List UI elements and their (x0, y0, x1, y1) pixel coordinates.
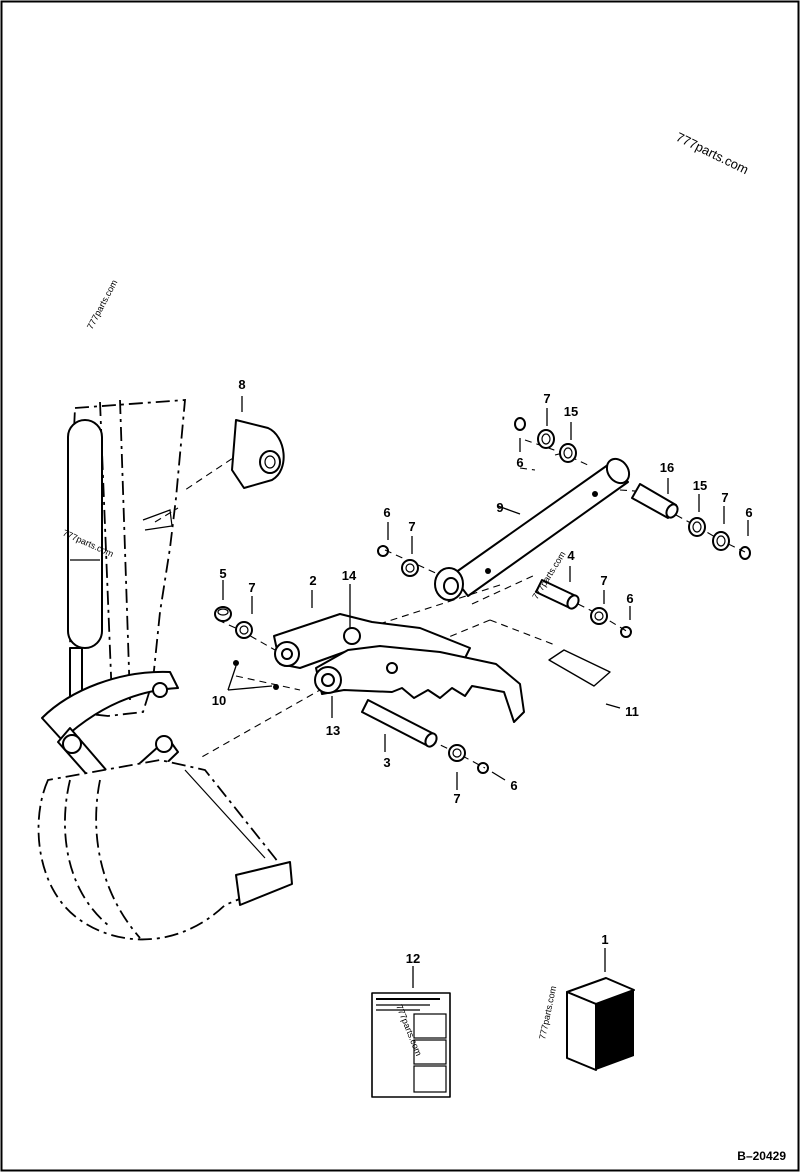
callout-6: 6 (383, 505, 390, 520)
mounting-block-part (142, 419, 285, 531)
callout-7: 7 (408, 519, 415, 534)
callout-7: 7 (453, 791, 460, 806)
hydraulic-thumb-part (314, 645, 525, 723)
callout-15: 15 (693, 478, 707, 493)
callout-4: 4 (567, 548, 575, 563)
callout-leaders (222, 396, 749, 988)
callout-8: 9 (496, 500, 503, 515)
callout-5: 5 (219, 566, 226, 581)
callout-13: 13 (326, 723, 340, 738)
operator-manual-part (371, 992, 451, 1098)
pin-3-part (361, 699, 438, 748)
callout-6: 6 (626, 591, 633, 606)
callout-14: 14 (342, 568, 357, 583)
assembly-leaders (154, 439, 746, 769)
callout-15: 15 (564, 404, 578, 419)
drawing-reference-number: B–20429 (737, 1149, 786, 1163)
callout-6: 6 (516, 455, 523, 470)
watermark-text: 777parts.com (537, 985, 558, 1040)
short-pin-16-part (631, 483, 679, 519)
callout-12: 8 (238, 377, 245, 392)
main-pin-part (434, 457, 631, 601)
callout-7: 7 (543, 391, 550, 406)
callout-10: 11 (625, 704, 639, 719)
callout-7: 7 (248, 580, 255, 595)
excavator-arm-and-bucket (37, 399, 293, 941)
callout-labels: 8 7 15 6 9 16 15 7 6 6 7 4 7 6 2 14 5 7 … (212, 377, 753, 966)
callout-16: 16 (660, 460, 674, 475)
grease-fitting-part (214, 606, 232, 622)
callout-2: 2 (309, 573, 316, 588)
short-pin-4-part (535, 579, 580, 610)
washers-and-rings (235, 417, 751, 774)
callout-7: 7 (721, 490, 728, 505)
callout-9: 10 (212, 693, 226, 708)
grease-zerk-part (233, 660, 279, 690)
parts-kit-box-part (566, 977, 635, 1071)
callout-6: 6 (745, 505, 752, 520)
watermark-text: 777parts.com (85, 278, 119, 331)
decal-part (548, 649, 611, 687)
callout-1: 1 (601, 932, 608, 947)
callout-6: 6 (510, 778, 517, 793)
watermark-text: 777parts.com (674, 129, 751, 177)
callout-3: 3 (383, 755, 390, 770)
callout-11: 12 (406, 951, 420, 966)
callout-7: 7 (600, 573, 607, 588)
